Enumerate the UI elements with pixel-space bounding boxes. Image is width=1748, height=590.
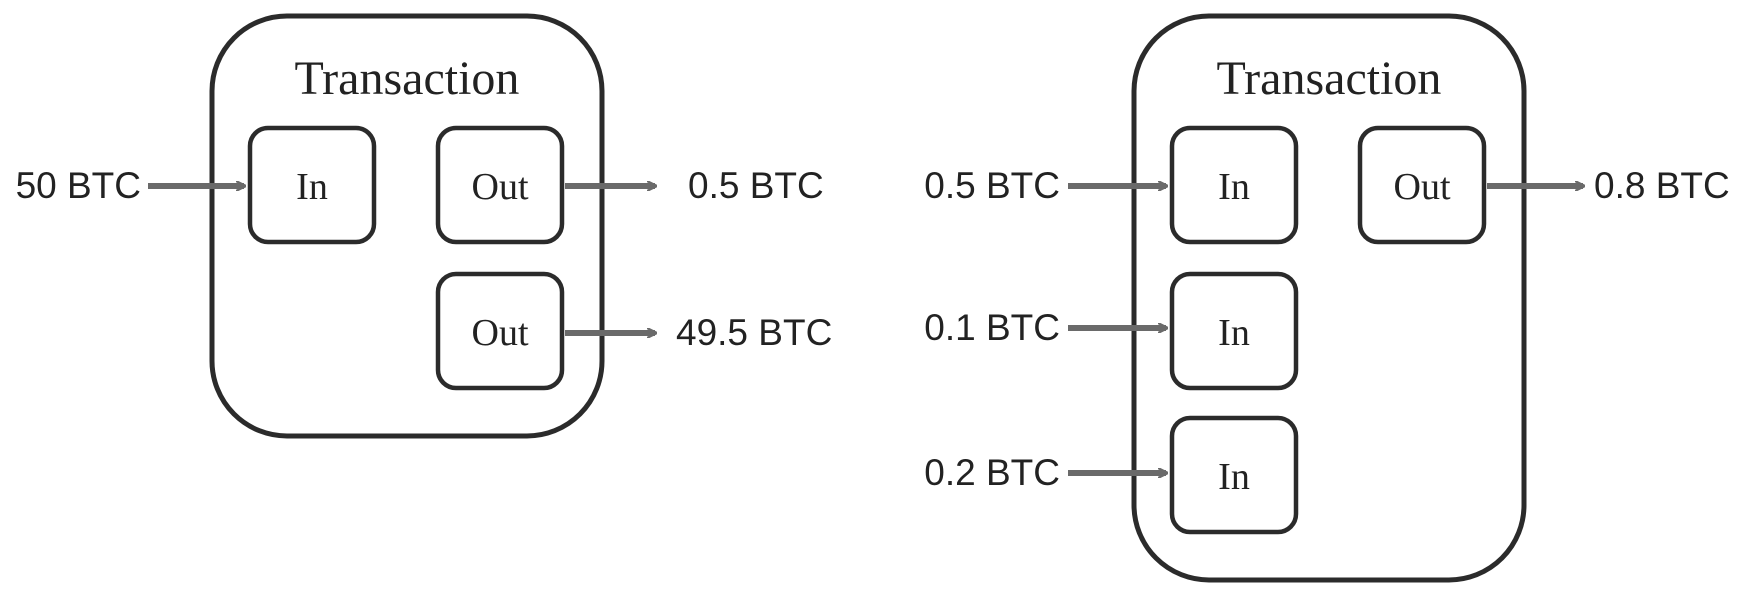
transaction-2-input-1-amount: 0.5 BTC xyxy=(924,165,1060,206)
transaction-1-input-1-amount: 50 BTC xyxy=(16,165,141,206)
transaction-2-input-1-label: In xyxy=(1218,166,1250,208)
transaction-2-output-1-box xyxy=(1357,125,1487,245)
transaction-2-input-3-label: In xyxy=(1218,456,1250,498)
transaction-1-input-1-label: In xyxy=(296,166,328,208)
transaction-2-box xyxy=(1131,13,1527,583)
transaction-1-output-2-box xyxy=(435,271,565,391)
transaction-1-output-1-amount: 0.5 BTC xyxy=(688,165,824,206)
transaction-1-output-2-amount: 49.5 BTC xyxy=(676,312,832,353)
transaction-2-input-1-box xyxy=(1169,125,1299,245)
transaction-1-title: Transaction xyxy=(295,52,520,105)
transaction-1-output-2-label: Out xyxy=(472,312,529,354)
transaction-2-input-3-amount: 0.2 BTC xyxy=(924,452,1060,493)
transaction-2-input-3-box xyxy=(1169,415,1299,535)
transaction-1-input-1-box xyxy=(247,125,377,245)
transaction-2-input-2-label: In xyxy=(1218,312,1250,354)
transaction-2-input-2-box xyxy=(1169,271,1299,391)
transaction-2-output-1-amount: 0.8 BTC xyxy=(1594,165,1730,206)
transaction-2: Transaction 0.5 BTC In 0.1 BTC In 0.2 BT… xyxy=(924,13,1730,583)
transaction-1: Transaction 50 BTC In Out 0.5 BTC Out 49… xyxy=(16,13,832,439)
transaction-2-input-2-amount: 0.1 BTC xyxy=(924,307,1060,348)
transaction-1-output-1-label: Out xyxy=(472,166,529,208)
transaction-1-box xyxy=(209,13,605,439)
transaction-2-output-1-label: Out xyxy=(1394,166,1451,208)
transaction-1-output-1-box xyxy=(435,125,565,245)
transaction-2-title: Transaction xyxy=(1217,52,1442,105)
